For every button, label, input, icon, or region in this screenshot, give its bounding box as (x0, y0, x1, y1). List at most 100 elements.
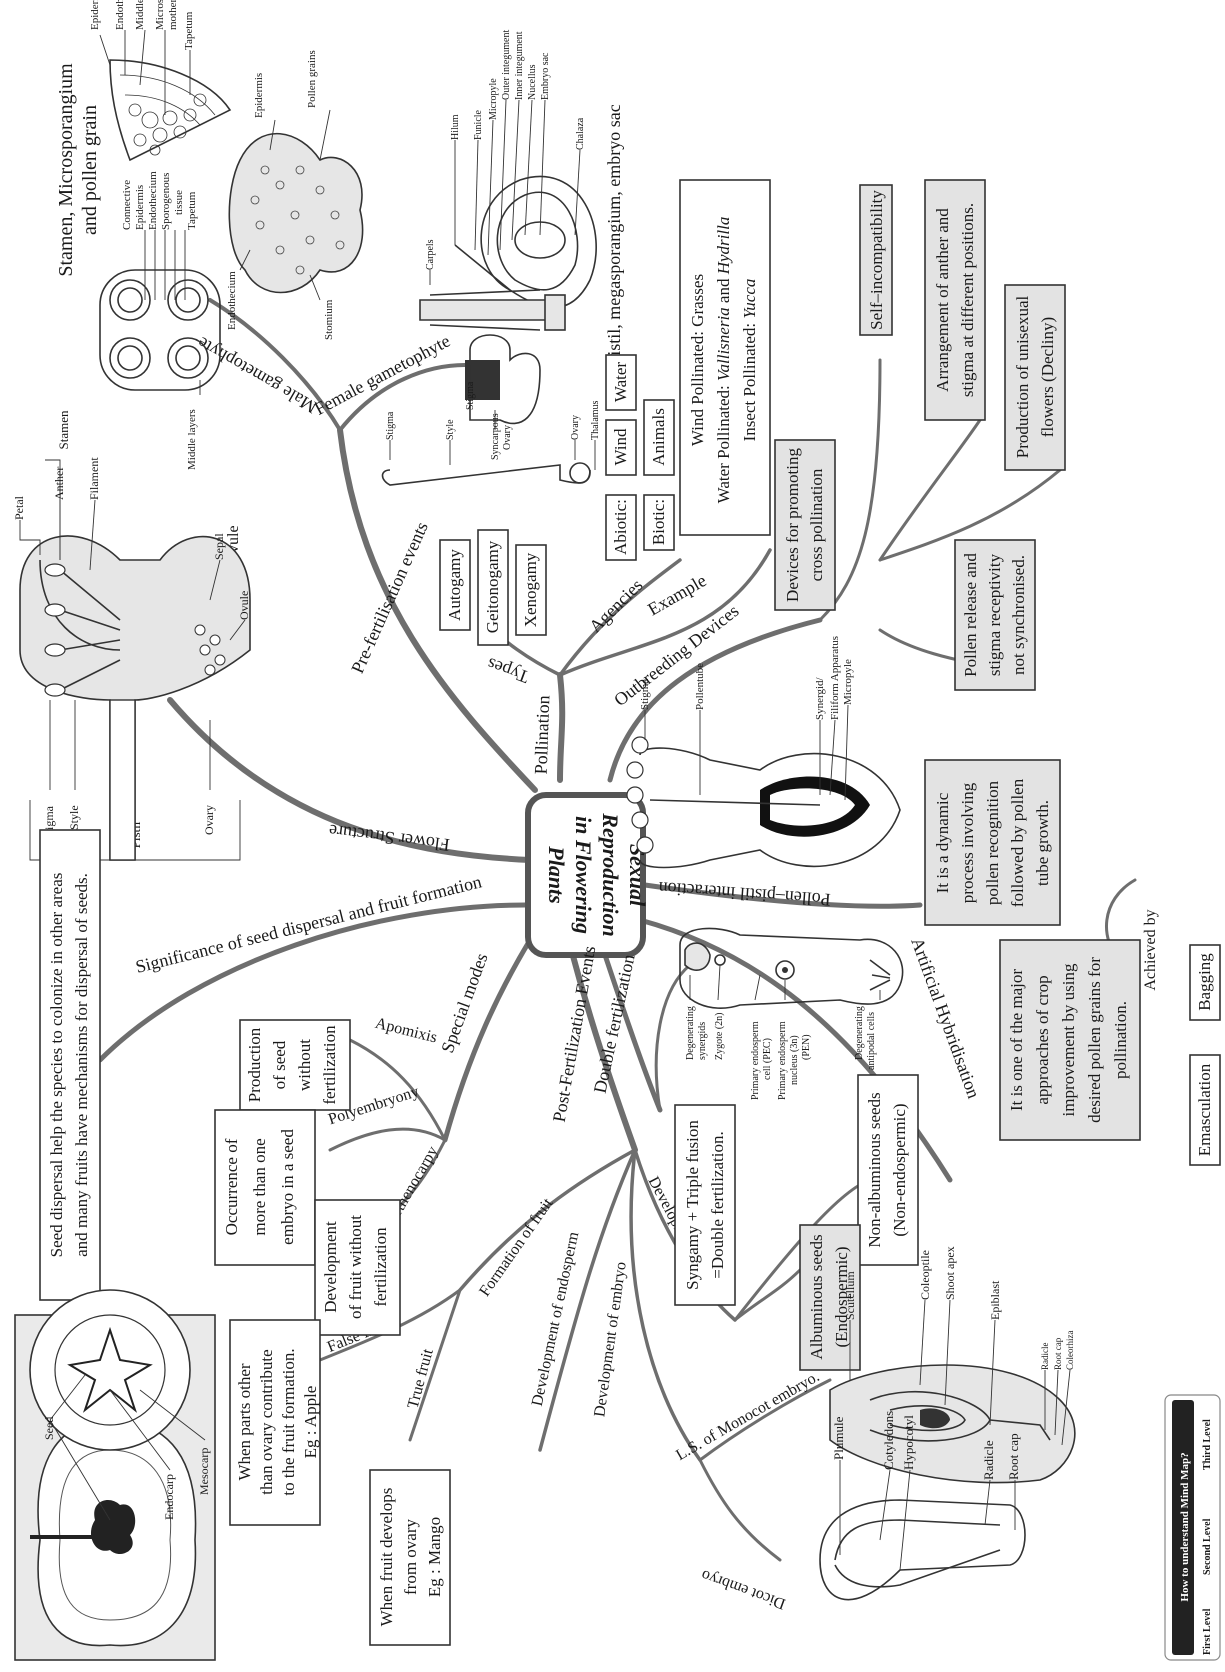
box-true-fruit-line3: Eg : Mango (425, 1517, 444, 1597)
label-stomium: Stomium (323, 299, 335, 340)
branch-true-fruit (408, 1288, 462, 1442)
label-chalaza: Chalaza (575, 117, 586, 150)
box-parthenocarpy-line1: Development (321, 1221, 340, 1313)
label-microspore-1: Microspore (154, 0, 166, 30)
branch-pollination (557, 672, 566, 783)
label-filiform: Filiform Apparatus (829, 636, 841, 720)
label-ovary-1: Ovary (570, 415, 581, 440)
label-stigma-2: Stigma (385, 411, 396, 440)
branch-special-modes (442, 937, 533, 1143)
label-filament: Filament (87, 457, 101, 500)
label-epidermis-3: Epidermis (253, 73, 265, 118)
box-arrangement-line1: Arrangement of anther and (933, 208, 952, 392)
center-title-line1: Sexual (625, 844, 650, 907)
box-example-line1: Wind Pollinated: Grasses (688, 274, 707, 446)
branch-arrangement (878, 418, 982, 562)
label-flower-structure: Flower Structure (328, 821, 451, 856)
label-seed-dispersal: Significance of seed dispersal and fruit… (133, 871, 483, 977)
label-cotyledons: Cotyledons (881, 1411, 896, 1470)
label-stigma-1: Stigma (465, 381, 476, 410)
label-pen-1: Primary endosperm (777, 1021, 788, 1100)
branch-development-endosperm (538, 1148, 637, 1452)
box-nonalbuminous-line1: Non-albuminous seeds (865, 1092, 884, 1247)
branch-formation-fruit (458, 1148, 637, 1292)
label-syncarpous-2: Ovary (502, 425, 513, 450)
label-antipodal-1: Degenerating (854, 1006, 865, 1060)
pollen-tube-illustration: Stigma Pollentube Synergid/ Filiform App… (626, 636, 901, 869)
branch-double-fertilization (597, 937, 663, 1113)
box-arrangement-line2: stigma at different positions. (958, 203, 977, 397)
legend-first-level: First Level (1202, 1608, 1213, 1655)
box-hybrid-line5: pollination. (1111, 1001, 1130, 1079)
box-self-incompatibility: Self–incompatibility (867, 190, 886, 330)
box-hybrid-line3: improvement by using (1059, 963, 1078, 1116)
label-carpels: Carpels (425, 239, 436, 270)
label-plumule: Plumule (831, 1416, 846, 1460)
branch-seed-dispersal (97, 902, 528, 1063)
label-thalamus: Thalamus (590, 400, 601, 440)
label-embryo-sac: Embryo sac (540, 52, 551, 100)
outbreeding-boxes: Devices for promoting cross pollination … (774, 179, 1066, 691)
title-stamen-line2: and pollen grain (79, 105, 101, 235)
box-dynamic-line5: tube growth. (1033, 800, 1052, 886)
label-zygote: Zygote (2n) (714, 1013, 725, 1061)
branch-albuminous (733, 1268, 802, 1322)
box-biotic: Biotic: (649, 499, 668, 545)
branch-outbreeding (607, 617, 823, 783)
label-sepal: Sepal (212, 533, 226, 560)
label-hilum: Hilum (450, 114, 461, 140)
label-pollen-grains: Pollen grains (306, 50, 318, 108)
special-mode-boxes: Production of seed without fertilization… (39, 829, 401, 1336)
label-ovule-flower: Ovule (237, 591, 251, 620)
branch-apomixis (348, 1038, 447, 1142)
box-apomixis-line2: of seed (270, 1040, 289, 1089)
label-ls-monocot: L.S. of Monocot embryo. (673, 1368, 822, 1464)
fruit-boxes: When parts other than ovary contribute t… (229, 1319, 451, 1646)
label-inner-integument: Inner integument (514, 31, 525, 100)
box-bagging: Bagging (1195, 953, 1214, 1011)
box-pollen-release-line2: stigma receptivity (985, 553, 1004, 676)
label-epiblast: Epiblast (988, 1280, 1002, 1320)
box-dynamic-line4: followed by pollen (1008, 778, 1027, 907)
post-fertilization-boxes: Syngamy + Triple fusion =Double fertiliz… (674, 1074, 919, 1371)
label-endothecium-1: Endothecium (114, 0, 126, 30)
label-scutellum: Scutellum (843, 1271, 857, 1320)
box-emasculation: Emasculation (1195, 1063, 1214, 1156)
branch-dicot-embryo (698, 1458, 782, 1562)
branch-unisexual (878, 468, 1062, 562)
label-style-flower: Style (67, 805, 81, 830)
label-pec-2: cell (PEC) (762, 1038, 773, 1080)
box-dispersal-line1: Seed dispersal help the species to colon… (47, 873, 66, 1258)
center-title-line3: in Flowering (571, 816, 596, 934)
label-root-cap-dicot: Root cap (1006, 1433, 1021, 1480)
center-node: Sexual Reproduction in Flowering Plants (525, 792, 650, 958)
branch-pre-fertilisation (337, 427, 538, 793)
box-false-fruit-line2: than ovary contribute (257, 1349, 276, 1494)
pollination-boxes: Autogamy Geitonogamy Xenogamy Abiotic: W… (439, 179, 771, 646)
box-apomixis-line4: fertilization (320, 1025, 339, 1105)
box-pollen-release-line1: Pollen release and (961, 553, 980, 677)
box-animals: Animals (649, 408, 668, 466)
label-endothecium-3: Endothecium (226, 271, 238, 330)
box-wind: Wind (611, 428, 630, 466)
box-albuminous-line2: (Endospermic) (832, 1246, 851, 1347)
label-sporogenous-1: Sporogenous (160, 173, 172, 230)
box-polyembryony-line1: Occurrence of (222, 1138, 241, 1235)
label-connective: Connective (121, 180, 133, 230)
label-agencies: Agencies (585, 575, 647, 637)
label-pec-1: Primary endosperm (750, 1021, 761, 1100)
box-apomixis-line1: Production (245, 1027, 264, 1102)
label-hypocotyl: Hypocotyl (901, 1415, 916, 1470)
label-funicle: Funicle (473, 109, 484, 140)
box-true-fruit-line2: from ovary (401, 1519, 420, 1596)
label-formation-fruit: Formation of fruit (476, 1195, 557, 1300)
label-deg-synergids-1: Degenerating (685, 1006, 696, 1060)
fruit-illustration: Seed Endocarp Mesocarp (14, 1289, 216, 1661)
label-seed: Seed (42, 1417, 56, 1440)
title-pistil: Pistil, megasporangium, embryo sac (604, 104, 624, 365)
label-pollen-pistil: Pollen–pistil interaction (658, 878, 831, 910)
legend-title: How to understand Mind Map? (1179, 1452, 1191, 1601)
box-syngamy-line2: =Double fertilization. (708, 1131, 727, 1278)
label-microspore-2: mother cells (167, 0, 179, 30)
